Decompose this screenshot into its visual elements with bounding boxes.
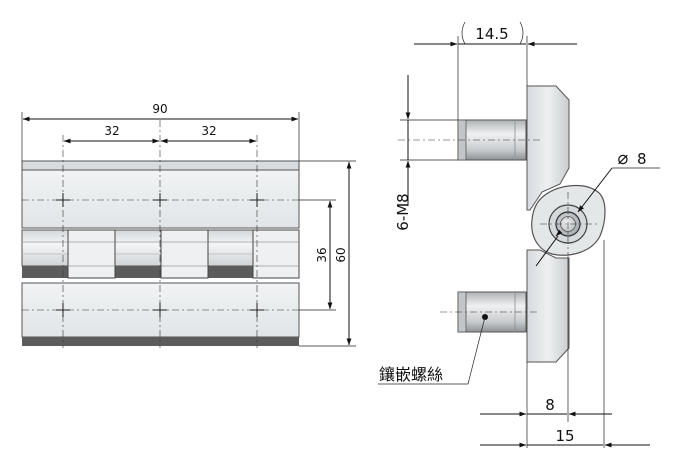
lower-leaf-profile [526, 249, 570, 363]
dim-hole-spacing-vertical: 36 [315, 247, 329, 262]
insert-screw-label: 鑲嵌螺絲 [379, 365, 443, 384]
dim-overall-width: 90 [152, 102, 167, 116]
dim-overall-height: 60 [334, 247, 348, 262]
dim-hole-pitch-right: 32 [201, 124, 216, 138]
dim-top-offset: 14.5 [475, 25, 508, 43]
side-view: 14.5 6-M8 ⌀ 8 鑲嵌螺絲 8 15 [378, 21, 660, 448]
dim-thread-spec: 6-M8 [394, 193, 412, 230]
front-view: 90 32 32 36 60 [21, 102, 356, 348]
bottom-plate-edge [22, 337, 299, 346]
top-plate-edge [21, 160, 300, 171]
pin-diameter-leader [577, 167, 613, 213]
upper-leaf-profile [526, 85, 570, 211]
top-plate [21, 169, 300, 229]
knuckle-segments [67, 229, 300, 279]
dim-hole-pitch-left: 32 [104, 124, 119, 138]
side-center-lines [398, 139, 600, 313]
hole-marks [56, 193, 264, 317]
diameter-symbol: ⌀ [617, 148, 628, 169]
dim-pin-diameter: 8 [637, 150, 647, 168]
dim-overall-depth: 15 [555, 427, 574, 445]
dim-inner-offset: 8 [545, 396, 555, 414]
